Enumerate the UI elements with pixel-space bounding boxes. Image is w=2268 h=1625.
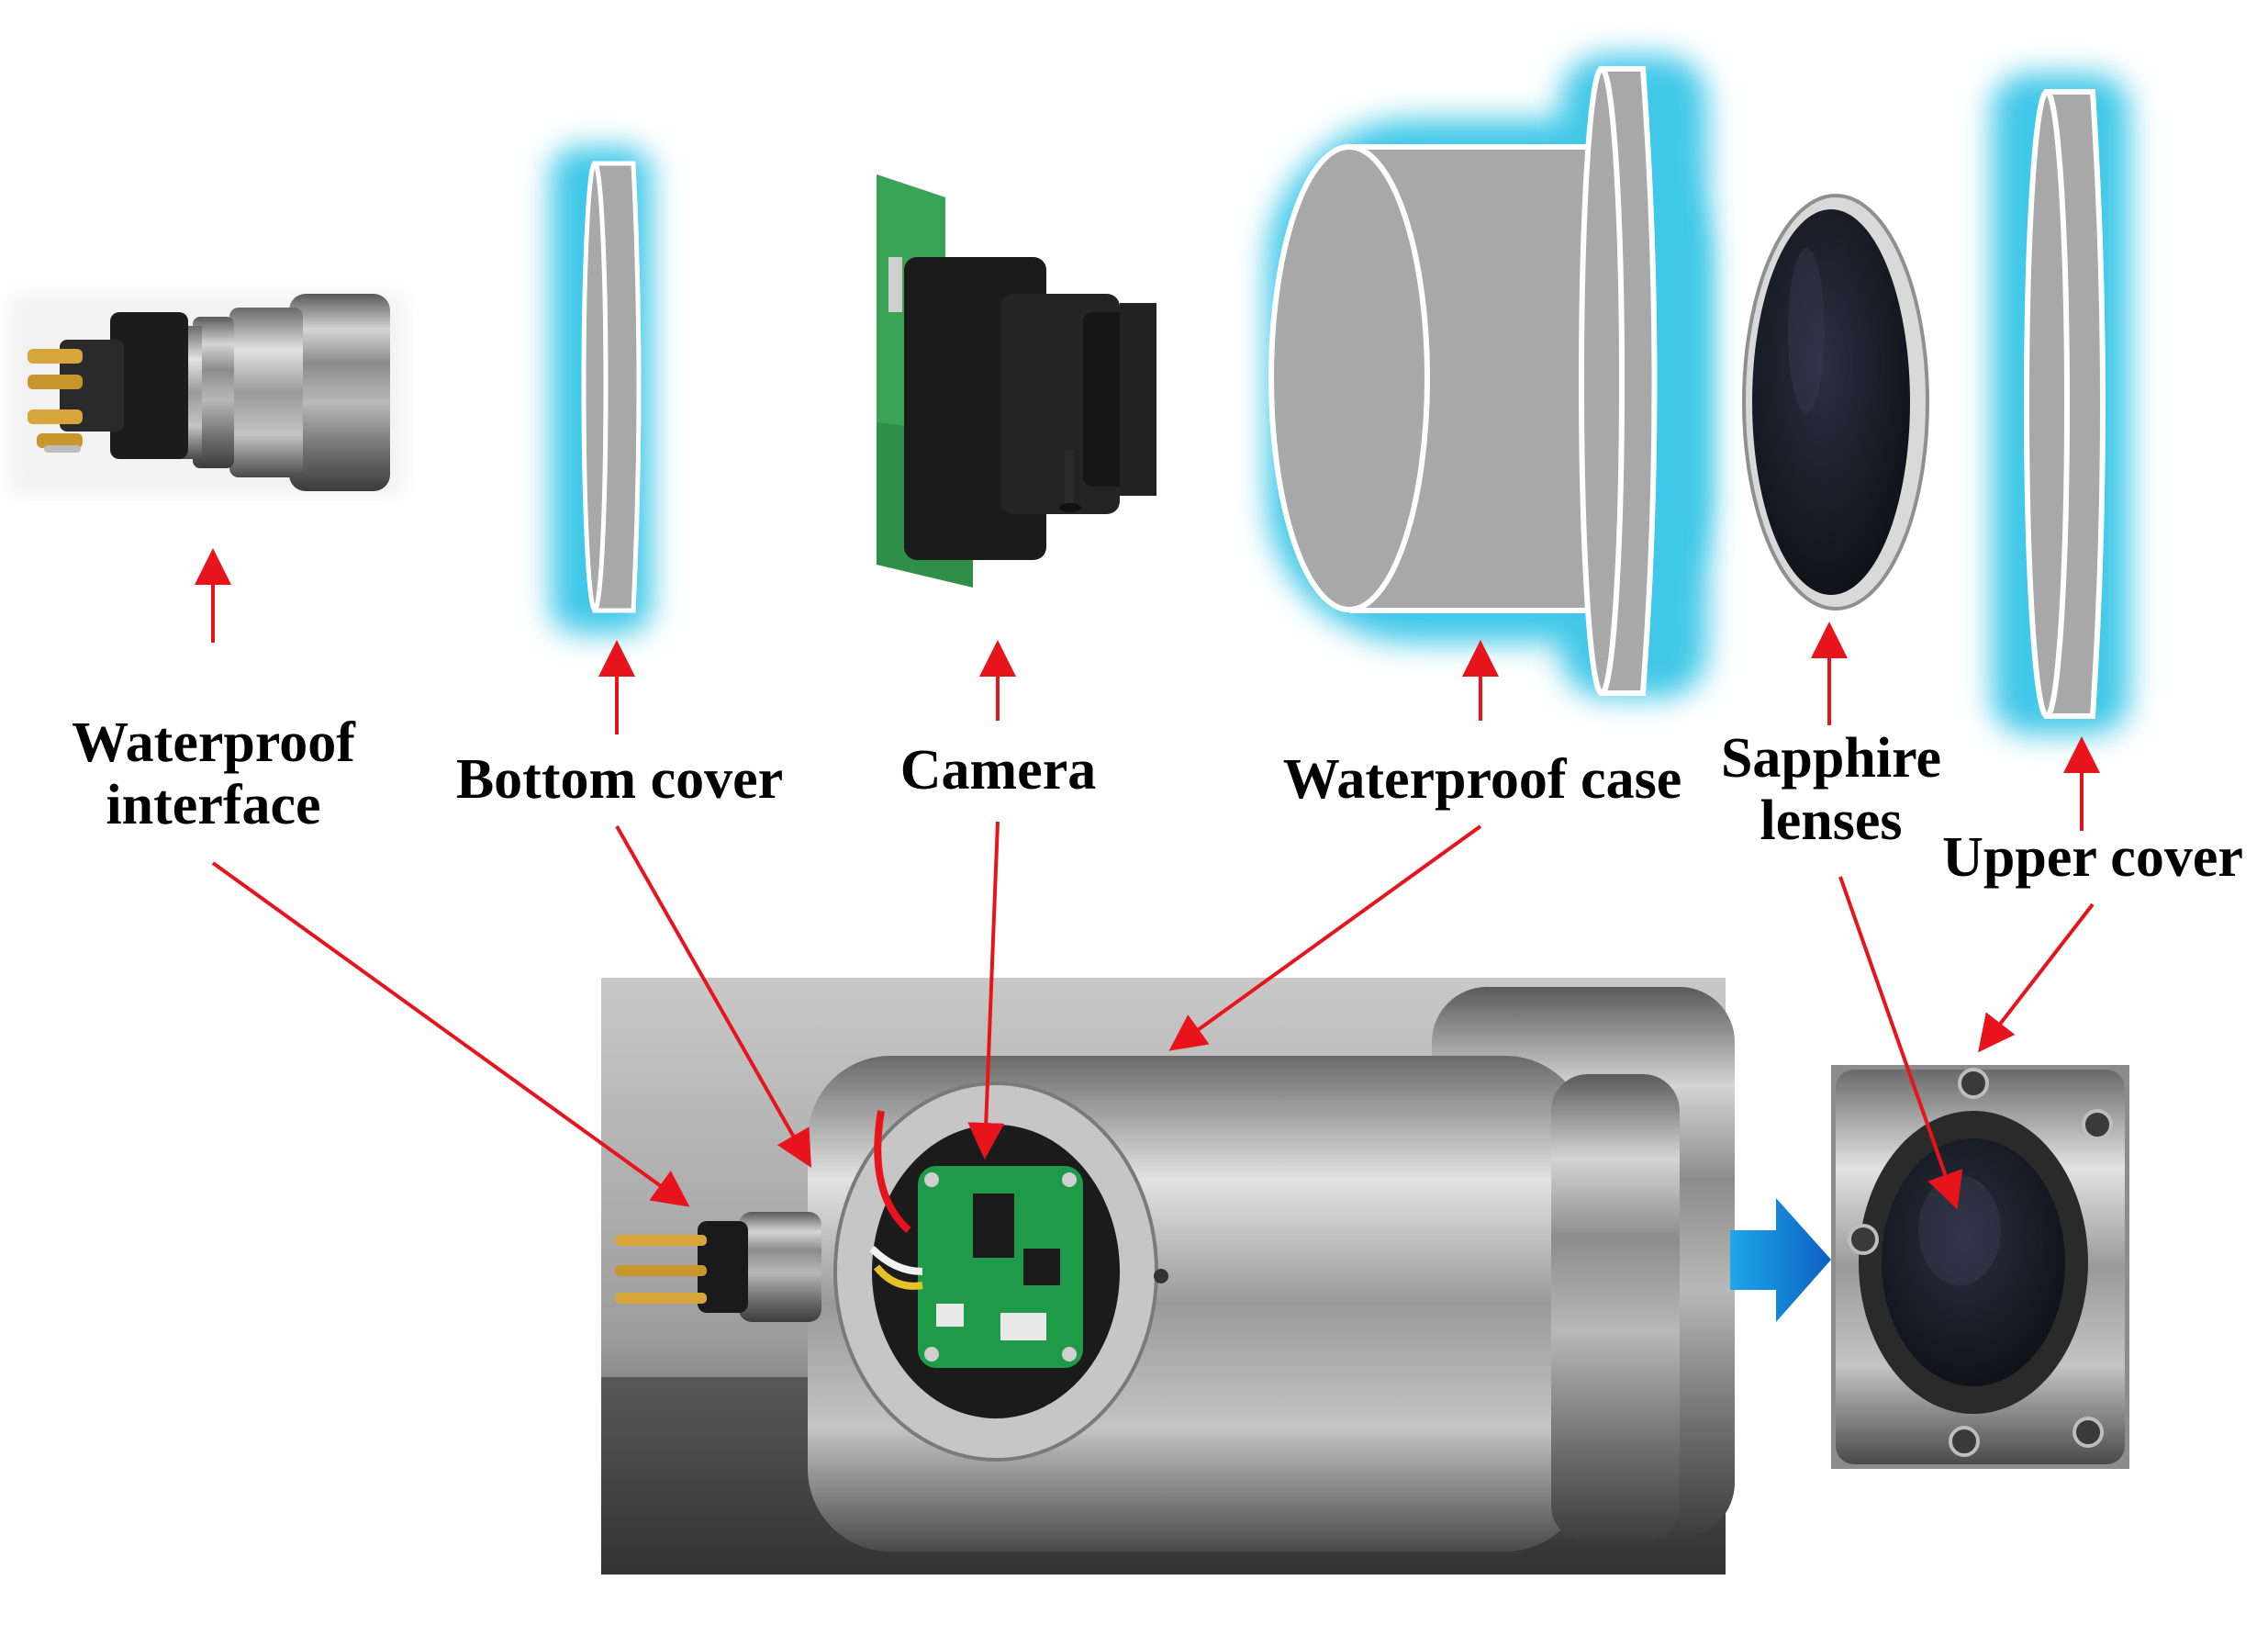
- arrow-sapphire-lenses-down: [1838, 876, 1963, 1210]
- arrow-camera-down: [967, 821, 1005, 1160]
- label-sapphire-lenses-line1: Sapphire: [1720, 727, 1942, 790]
- label-waterproof-interface: Waterproof interface: [46, 712, 381, 836]
- camera-photo: [877, 174, 1156, 588]
- arrow-waterproof-interface-down: [211, 861, 690, 1207]
- label-upper-cover: Upper cover: [1942, 826, 2243, 889]
- label-waterproof-interface-line2: interface: [106, 774, 321, 836]
- sapphire-lenses-shape: [1742, 194, 1929, 611]
- arrow-upper-cover-down: [1978, 902, 2095, 1053]
- label-waterproof-case: Waterproof case: [1282, 748, 1682, 811]
- upper-cover-shape: [1992, 73, 2129, 734]
- arrow-bottom-cover-down: [615, 825, 811, 1168]
- front-view-photo: [1831, 1065, 2129, 1469]
- waterproof-interface-photo: [9, 294, 404, 496]
- waterproof-case-shape: [1267, 55, 1707, 698]
- right-arrow-icon: [1730, 1198, 1831, 1322]
- label-camera: Camera: [899, 739, 1097, 801]
- label-sapphire-lenses: Sapphire lenses: [1698, 727, 1964, 852]
- label-waterproof-interface-line1: Waterproof: [72, 712, 355, 774]
- callout-arrows: [195, 548, 2100, 1210]
- label-bottom-cover: Bottom cover: [455, 748, 784, 811]
- label-sapphire-lenses-line2: lenses: [1760, 790, 1903, 852]
- bottom-cover-shape: [551, 147, 652, 633]
- assembled-sensor-photo: [601, 978, 1735, 1575]
- arrow-waterproof-case-down: [1168, 824, 1482, 1051]
